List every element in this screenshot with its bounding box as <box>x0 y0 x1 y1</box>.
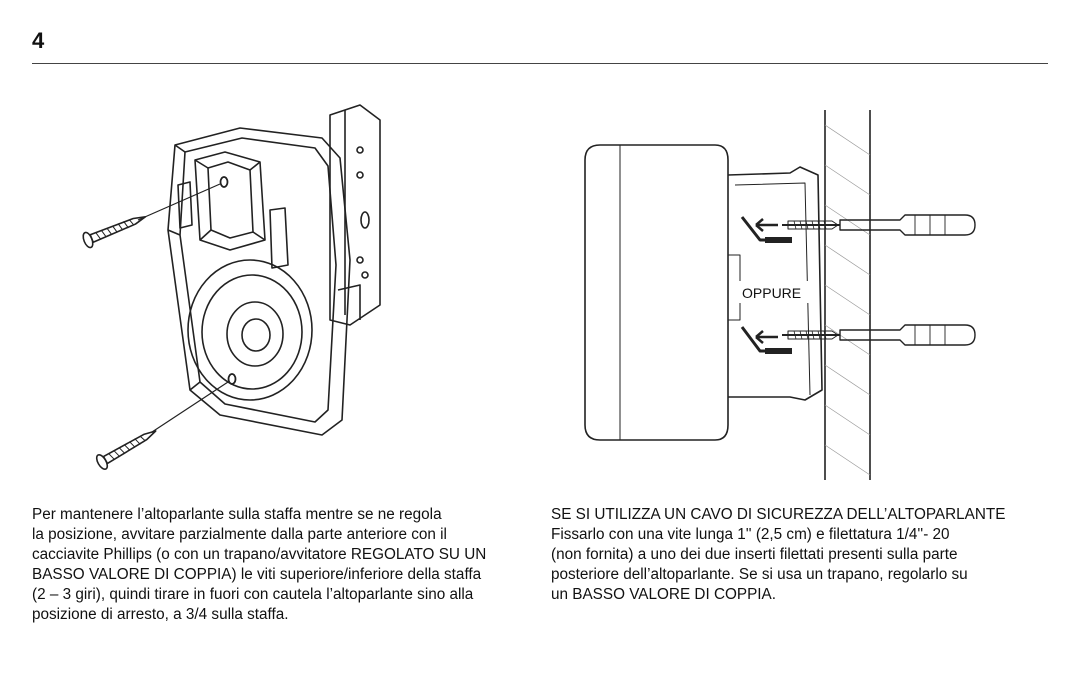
instructions-left: Per mantenere l’altoparlante sulla staff… <box>32 505 532 625</box>
header-divider <box>32 63 1048 64</box>
wall-mount-side-illustration: OPPURE <box>584 110 976 480</box>
text-line: (2 – 3 giri), quindi tirare in fuori con… <box>32 586 474 603</box>
speaker-bracket-illustration <box>82 104 381 471</box>
or-label: OPPURE <box>742 285 801 301</box>
text-line: BASSO VALORE DI COPPIA) le viti superior… <box>32 566 482 583</box>
text-line: un BASSO VALORE DI COPPIA. <box>551 586 777 603</box>
text-line: cacciavite Phillips (o con un trapano/av… <box>32 546 487 563</box>
text-line: Per mantenere l’altoparlante sulla staff… <box>32 506 442 523</box>
section-heading: SE SI UTILIZZA UN CAVO DI SICUREZZA DELL… <box>551 506 1006 523</box>
page-number: 4 <box>32 28 45 53</box>
instructions-right: SE SI UTILIZZA UN CAVO DI SICUREZZA DELL… <box>551 505 1051 605</box>
text-line: Fissarlo con una vite lunga 1'' (2,5 cm)… <box>551 526 950 543</box>
text-line: (non fornita) a uno dei due inserti file… <box>551 546 958 563</box>
text-line: posteriore dell’altoparlante. Se si usa … <box>551 566 968 583</box>
text-line: la posizione, avvitare parzialmente dall… <box>32 526 447 543</box>
text-line: posizione di arresto, a 3/4 sulla staffa… <box>32 606 289 623</box>
